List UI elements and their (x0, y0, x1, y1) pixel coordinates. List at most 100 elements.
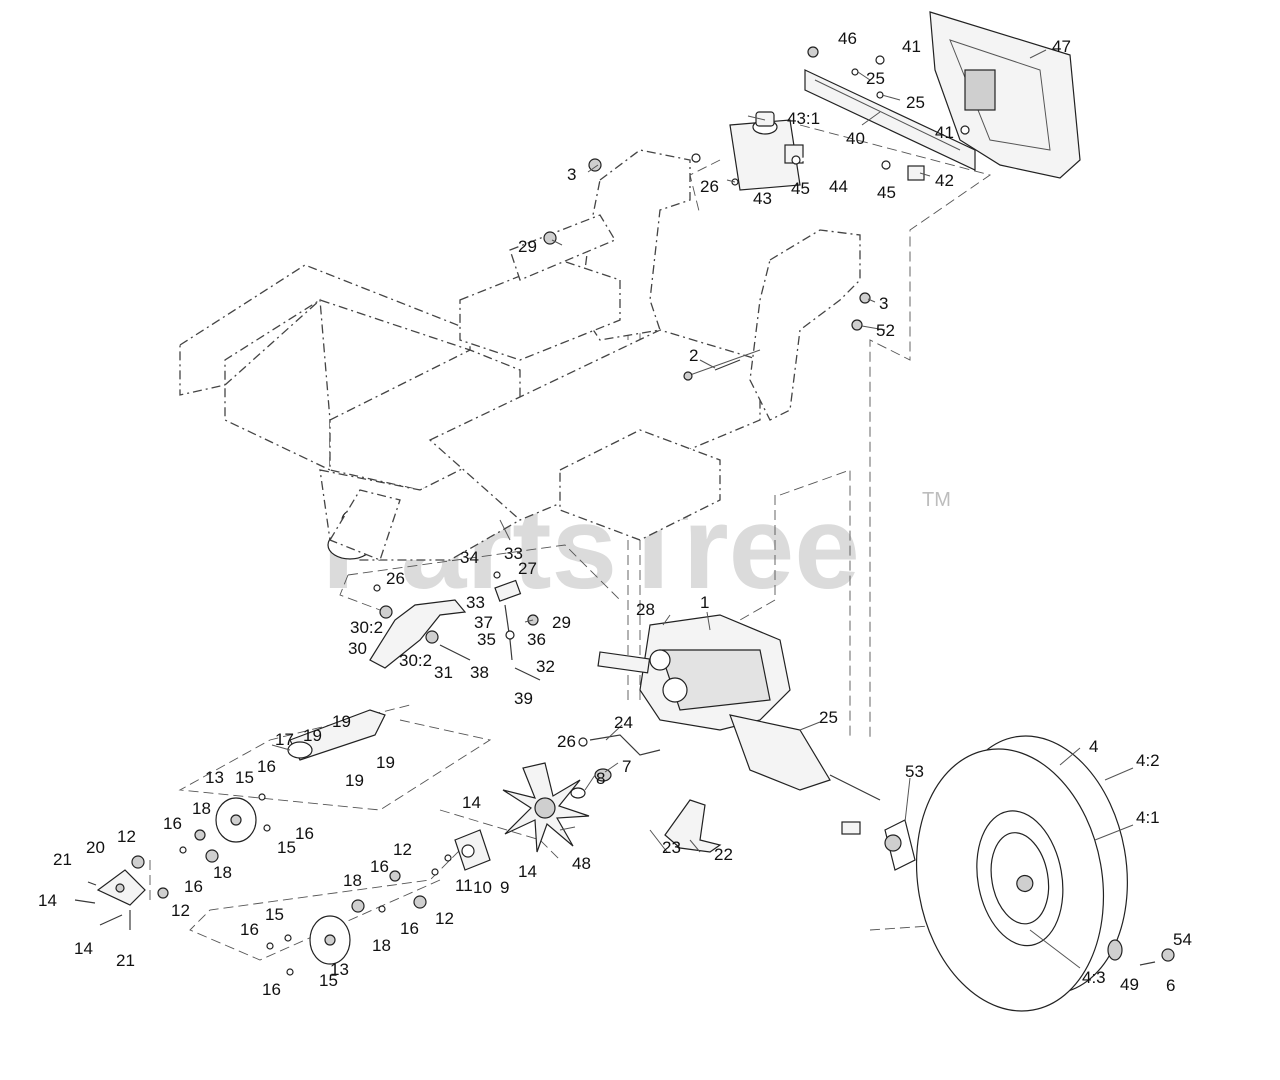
callout-16f: 16 (400, 919, 419, 938)
callout-25b: 25 (906, 93, 925, 112)
callout-47: 47 (1052, 37, 1071, 56)
callout-1: 1 (700, 593, 709, 612)
callout-11: 11 (455, 876, 473, 895)
watermark-tm: TM (922, 489, 951, 511)
callout-30_2b: 30:2 (399, 651, 432, 670)
callout-39: 39 (514, 689, 533, 708)
callout-14d: 14 (518, 862, 537, 881)
callout-42: 42 (935, 171, 954, 190)
callout-38: 38 (470, 663, 489, 682)
callout-19a: 19 (303, 726, 322, 745)
callout-18c: 18 (343, 871, 362, 890)
callout-41a: 41 (902, 37, 921, 56)
callout-25c: 25 (819, 708, 838, 727)
control-linkage (369, 571, 541, 681)
callout-45a: 45 (791, 179, 810, 198)
callout-23: 23 (662, 838, 681, 857)
callout-12d: 12 (435, 909, 454, 928)
callout-37: 37 (474, 613, 493, 632)
callout-6: 6 (1166, 976, 1175, 995)
callout-49: 49 (1120, 975, 1139, 994)
callout-16d: 16 (184, 877, 203, 896)
callout-12c: 12 (393, 840, 412, 859)
callout-19b: 19 (332, 712, 351, 731)
fan-pulley (431, 762, 590, 876)
callout-16g: 16 (240, 920, 259, 939)
callout-33a: 33 (504, 544, 523, 563)
callout-26a: 26 (700, 177, 719, 196)
callout-18d: 18 (372, 936, 391, 955)
callout-8: 8 (596, 769, 605, 788)
callout-30_2a: 30:2 (350, 618, 383, 637)
callout-15d: 15 (319, 971, 338, 990)
callout-16e: 16 (370, 857, 389, 876)
callout-16c: 16 (295, 824, 314, 843)
callout-3b: 3 (879, 294, 888, 313)
callout-13b: 13 (330, 960, 349, 979)
callout-21a: 21 (53, 850, 72, 869)
callout-22: 22 (714, 845, 733, 864)
callout-19d: 19 (345, 771, 364, 790)
main-frame (179, 149, 861, 561)
callout-41b: 41 (935, 123, 954, 142)
callout-16a: 16 (257, 757, 276, 776)
callout-46: 46 (838, 29, 857, 48)
callout-18a: 18 (192, 799, 211, 818)
callout-34: 34 (460, 548, 479, 567)
callout-14b: 14 (38, 891, 57, 910)
callout-44: 44 (829, 177, 848, 196)
callout-53: 53 (905, 762, 924, 781)
tank-bracket-group (543, 11, 1081, 371)
callout-12a: 12 (117, 827, 136, 846)
callout-29a: 29 (518, 237, 537, 256)
callout-3a: 3 (567, 165, 576, 184)
callout-13a: 13 (205, 768, 224, 787)
callout-12b: 12 (171, 901, 190, 920)
callout-43: 43 (753, 189, 772, 208)
idler-pulley-stack (74, 709, 427, 976)
callout-15c: 15 (265, 905, 284, 924)
callout-52: 52 (876, 321, 895, 340)
callout-26c: 26 (557, 732, 576, 751)
callout-48: 48 (572, 854, 591, 873)
callout-33b: 33 (466, 593, 485, 612)
callout-45b: 45 (877, 183, 896, 202)
callout-15a: 15 (235, 768, 254, 787)
callout-2: 2 (689, 346, 698, 365)
callout-4_1: 4:1 (1136, 808, 1160, 827)
callout-14a: 14 (462, 793, 481, 812)
callout-19c: 19 (376, 753, 395, 772)
callout-32: 32 (536, 657, 555, 676)
callout-40: 40 (846, 129, 865, 148)
callout-27: 27 (518, 559, 537, 578)
callout-4_2: 4:2 (1136, 751, 1160, 770)
callout-36: 36 (527, 630, 546, 649)
callout-16b: 16 (163, 814, 182, 833)
callout-54: 54 (1173, 930, 1192, 949)
callout-30: 30 (348, 639, 367, 658)
callout-35: 35 (477, 630, 496, 649)
leader-lines (271, 49, 1134, 969)
callout-18b: 18 (213, 863, 232, 882)
callout-15b: 15 (277, 838, 296, 857)
wheel-assembly (884, 735, 1175, 1012)
callout-24: 24 (614, 713, 633, 732)
transmission-assembly (570, 614, 881, 853)
callout-16h: 16 (262, 980, 281, 999)
callout-17: 17 (275, 730, 294, 749)
callout-31: 31 (434, 663, 453, 682)
callout-14c: 14 (74, 939, 93, 958)
callout-20: 20 (86, 838, 105, 857)
callout-25a: 25 (866, 69, 885, 88)
callout-28: 28 (636, 600, 655, 619)
callout-7: 7 (622, 757, 631, 776)
callout-4: 4 (1089, 737, 1098, 756)
callout-4_3: 4:3 (1082, 968, 1106, 987)
callout-10: 10 (473, 878, 492, 897)
callout-26b: 26 (386, 569, 405, 588)
callout-9: 9 (500, 878, 509, 897)
callout-43_1: 43:1 (787, 109, 820, 128)
callout-21b: 21 (116, 951, 135, 970)
